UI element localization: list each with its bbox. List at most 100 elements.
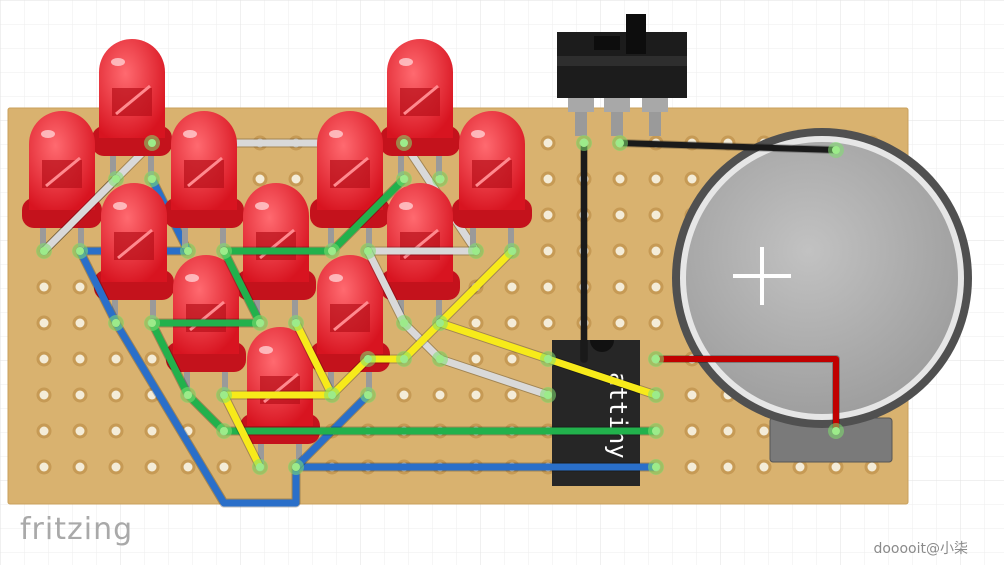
board-hole [759,426,769,436]
connection-point [364,391,372,399]
connection-point [832,146,840,154]
connection-point [400,175,408,183]
wire-black-battery[interactable] [617,140,839,153]
leds [22,39,532,464]
connection-point [148,139,156,147]
wire-green-long[interactable] [148,247,660,435]
connection-point [184,247,192,255]
wire-white-left[interactable] [40,175,120,255]
board-hole [147,462,157,472]
connection-point [112,175,120,183]
red-led-4[interactable] [380,39,460,176]
connection-point [436,319,444,327]
connection-point [652,391,660,399]
board-hole [111,390,121,400]
battery-face [686,142,958,414]
board-hole [687,426,697,436]
board-hole [831,462,841,472]
board-hole [75,426,85,436]
connection-point [652,355,660,363]
switch-pin-cap-1 [568,98,594,112]
board-hole [435,390,445,400]
board-hole [75,390,85,400]
connection-point [616,139,624,147]
connection-point [652,463,660,471]
connection-point [112,319,120,327]
red-led-10[interactable] [166,255,246,392]
board-hole [399,390,409,400]
wire-red-battery[interactable] [653,356,839,434]
board-hole [39,390,49,400]
board-hole [39,462,49,472]
board-hole [507,318,517,328]
connection-point [508,247,516,255]
wire-yellow-a[interactable] [292,319,336,399]
chip-notch [590,340,614,352]
board-hole [795,462,805,472]
wire-blue-bottom[interactable] [112,319,660,507]
board-hole [507,282,517,292]
connection-point [400,355,408,363]
connection-point [400,319,408,327]
connection-point [436,175,444,183]
red-led-3[interactable] [164,111,244,248]
connection-point [256,319,264,327]
switch-pin-cap-2 [604,98,630,112]
board-hole [255,174,265,184]
connection-point [148,175,156,183]
red-led-7[interactable] [94,183,174,320]
wire-blue-left[interactable] [76,247,120,327]
red-led-5[interactable] [310,111,390,248]
board-hole [651,246,661,256]
board-hole [687,390,697,400]
connection-point [292,463,300,471]
coin-cell-battery[interactable] [672,128,972,463]
connection-point [544,391,552,399]
connection-point [76,247,84,255]
connection-point [436,355,444,363]
board-hole [111,354,121,364]
board-hole [75,318,85,328]
connection-point [328,391,336,399]
connection-point [292,319,300,327]
plus-icon [733,247,791,305]
red-led-6[interactable] [452,111,532,248]
board-hole [111,426,121,436]
board-hole [687,462,697,472]
connection-point [256,463,264,471]
board-hole [75,282,85,292]
board-hole [651,210,661,220]
connection-point [328,247,336,255]
connection-point [472,247,480,255]
board-hole [39,354,49,364]
board-hole [147,354,157,364]
board-hole [615,318,625,328]
slide-switch[interactable] [557,14,687,136]
board-hole [759,462,769,472]
board-hole [651,282,661,292]
board-hole [111,462,121,472]
connection-points [36,135,844,475]
red-led-2[interactable] [22,111,102,248]
connection-point [400,139,408,147]
board-hole [183,462,193,472]
wire-yellow-c[interactable] [220,391,264,471]
switch-knob[interactable] [626,14,646,54]
board-hole [39,282,49,292]
board-hole [507,390,517,400]
connection-point [40,247,48,255]
connection-point [148,319,156,327]
board-hole [615,282,625,292]
red-led-1[interactable] [92,39,172,176]
board-hole [471,354,481,364]
board-hole [651,318,661,328]
board-hole [867,462,877,472]
board-hole [291,174,301,184]
red-led-8[interactable] [236,183,316,320]
board-hole [723,426,733,436]
connection-point [184,391,192,399]
board-hole [687,174,697,184]
connection-point [220,391,228,399]
board-hole [75,462,85,472]
